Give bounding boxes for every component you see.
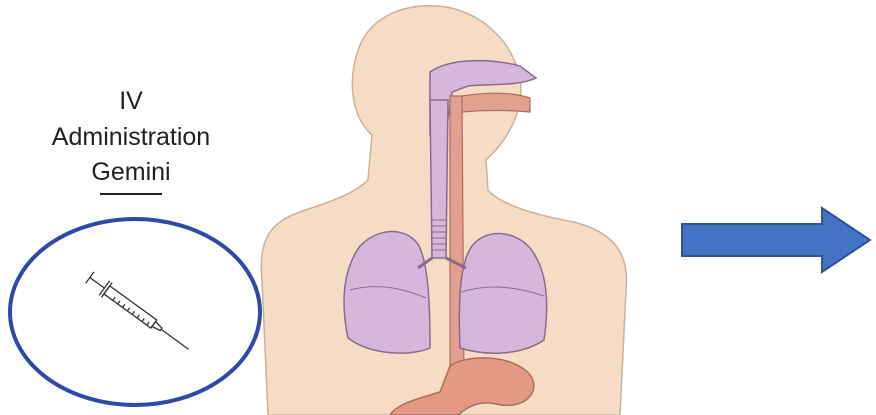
syringe-circle <box>10 219 260 405</box>
tongue <box>462 93 530 112</box>
trachea <box>430 100 448 258</box>
left-lung <box>344 231 430 353</box>
arrow-right-icon <box>682 208 870 272</box>
body-illustration <box>261 6 626 415</box>
syringe-icon <box>85 270 194 356</box>
